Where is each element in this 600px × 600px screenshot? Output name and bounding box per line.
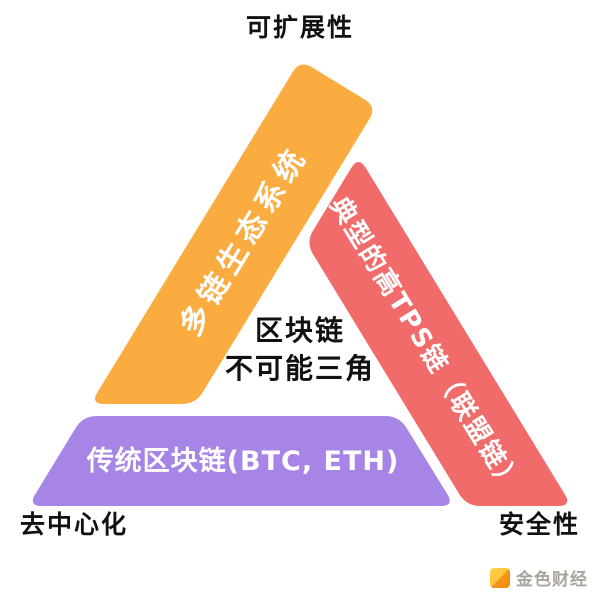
center-title-line1: 区块链 — [255, 314, 345, 347]
right-bar-high-tps — [309, 162, 568, 506]
vertex-label-top: 可扩展性 — [246, 13, 354, 42]
vertex-label-bottom-right: 安全性 — [499, 510, 580, 539]
bottom-bar-label: 传统区块链(BTC, ETH) — [86, 445, 400, 477]
center-title-line2: 不可能三角 — [225, 352, 375, 385]
left-bar-multichain — [94, 64, 373, 404]
bottom-bar-traditional — [32, 416, 450, 506]
jinse-logo-icon — [490, 567, 510, 588]
watermark: 金色财经 — [490, 565, 588, 590]
vertex-label-bottom-left: 去中心化 — [20, 510, 128, 539]
watermark-brand-text: 金色财经 — [516, 570, 588, 590]
